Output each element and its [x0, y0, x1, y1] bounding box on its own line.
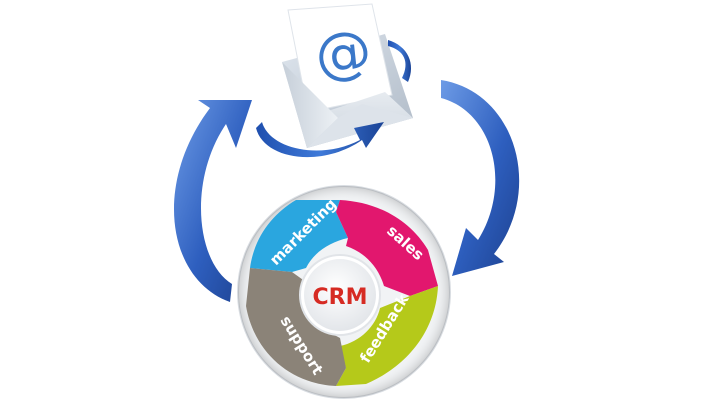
segment-support — [246, 268, 346, 386]
segment-marketing — [250, 200, 348, 272]
segment-feedback — [336, 286, 438, 386]
segment-sales — [336, 200, 438, 296]
right-cycle-arrow-icon — [441, 80, 520, 276]
svg-text:@: @ — [312, 18, 374, 88]
envelope-at-icon: @ — [256, 3, 413, 158]
left-cycle-arrow-icon — [173, 100, 252, 302]
crm-cycle-wheel: CRM marketing sales feedback support — [237, 185, 451, 399]
center-label: CRM — [313, 285, 368, 310]
